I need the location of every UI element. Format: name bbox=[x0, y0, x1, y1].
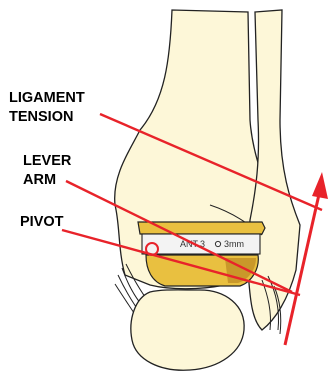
lever-label-line1: LEVER bbox=[23, 152, 71, 171]
lever-arm-label: LEVER ARM bbox=[23, 152, 71, 190]
ligament-label-line2: TENSION bbox=[9, 108, 85, 127]
implant-thickness-text: 3mm bbox=[224, 239, 244, 249]
ligament-label-line1: LIGAMENT bbox=[9, 89, 85, 108]
lever-label-line2: ARM bbox=[23, 171, 71, 190]
ligament-tension-label: LIGAMENT TENSION bbox=[9, 89, 85, 127]
tibial-tray bbox=[138, 222, 265, 234]
force-arrow-head-icon bbox=[312, 172, 328, 199]
pivot-label: PIVOT bbox=[20, 213, 64, 232]
talus-bone bbox=[131, 290, 244, 370]
